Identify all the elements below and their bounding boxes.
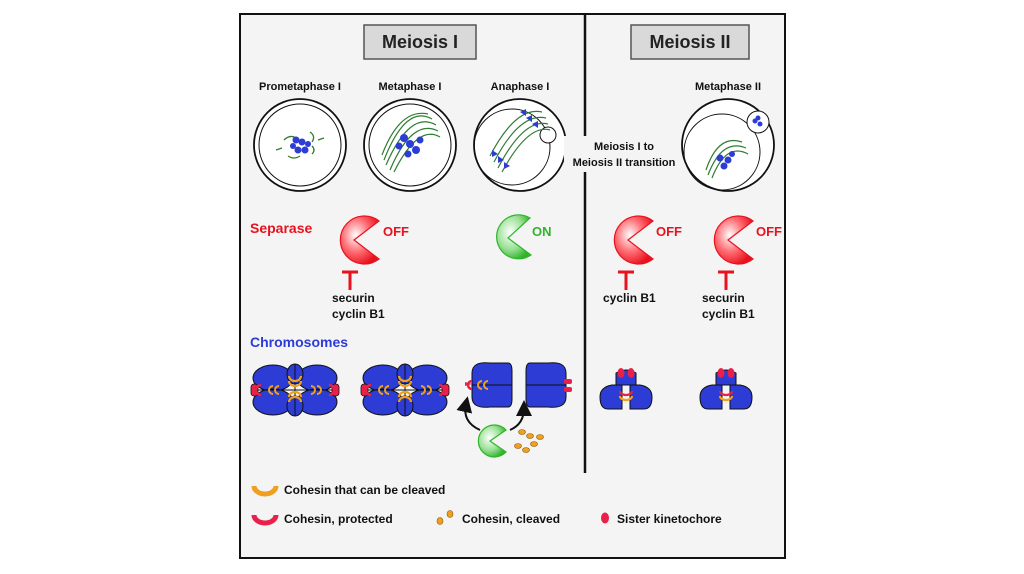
- meiosis2-header-box: [630, 24, 750, 60]
- separase-off-label: OFF: [383, 224, 409, 239]
- separase-row-label: Separase: [250, 220, 312, 236]
- dyad-chromosome-metaphase2: [699, 368, 753, 410]
- cell-metaphase2: [681, 98, 775, 192]
- inhibitor-cyclin-b1: cyclin B1: [702, 307, 755, 321]
- transition-line2: Meiosis II transition: [573, 157, 676, 169]
- stage-label-anaphase1: Anaphase I: [491, 81, 550, 93]
- figure-frame: [239, 13, 786, 559]
- legend-cohesin-cleaved-label: Cohesin, cleaved: [462, 512, 560, 526]
- legend: Cohesin that can be cleaved Cohesin, pro…: [251, 483, 722, 526]
- meiosis1-header-box: [363, 24, 477, 60]
- meiosis2-header: Meiosis II: [649, 32, 730, 52]
- separase-off-transition: OFF cyclin B1: [603, 215, 682, 305]
- separase-off-meiosis1: OFF securin cyclin B1: [332, 215, 409, 321]
- legend-cohesin-cleavable-label: Cohesin that can be cleaved: [284, 483, 445, 497]
- inhibitor-cyclin-b1: cyclin B1: [603, 291, 656, 305]
- cell-metaphase1: [363, 98, 457, 192]
- legend-cohesin-protected-icon: [251, 514, 279, 526]
- legend-cohesin-cleavable-icon: [251, 485, 279, 497]
- cell-prometaphase1: [253, 98, 347, 192]
- stage-label-metaphase2: Metaphase II: [695, 81, 761, 93]
- cleaved-cohesin-fragments: [514, 429, 544, 453]
- separase-on-anaphase1: ON: [496, 214, 552, 260]
- chromosomes-row-label: Chromosomes: [250, 334, 348, 350]
- stage-label-metaphase1: Metaphase I: [379, 81, 442, 93]
- bivalent-chromosome-prometaphase: [250, 363, 340, 417]
- dyad-chromosome-transition: [599, 368, 653, 410]
- legend-cohesin-protected-label: Cohesin, protected: [284, 512, 393, 526]
- inhibitor-securin: securin: [702, 291, 745, 305]
- separase-off-metaphase2: OFF securin cyclin B1: [702, 215, 782, 321]
- inhibitor-securin: securin: [332, 291, 375, 305]
- separating-homologs-anaphase: [456, 362, 572, 458]
- legend-sister-kinetochore-label: Sister kinetochore: [617, 512, 722, 526]
- legend-sister-kinetochore-icon: [601, 512, 609, 524]
- transition-label-bg: [564, 136, 684, 172]
- bivalent-chromosome-metaphase: [360, 363, 450, 417]
- separase-off-label: OFF: [756, 224, 782, 239]
- meiosis1-header: Meiosis I: [382, 32, 458, 52]
- separase-on-label: ON: [532, 224, 552, 239]
- transition-line1: Meiosis I to: [594, 141, 654, 153]
- inhibitor-cyclin-b1: cyclin B1: [332, 307, 385, 321]
- stage-label-prometaphase1: Prometaphase I: [259, 81, 341, 93]
- cell-anaphase1: [473, 98, 567, 192]
- legend-cohesin-cleaved-icon: [436, 510, 454, 525]
- separase-off-label: OFF: [656, 224, 682, 239]
